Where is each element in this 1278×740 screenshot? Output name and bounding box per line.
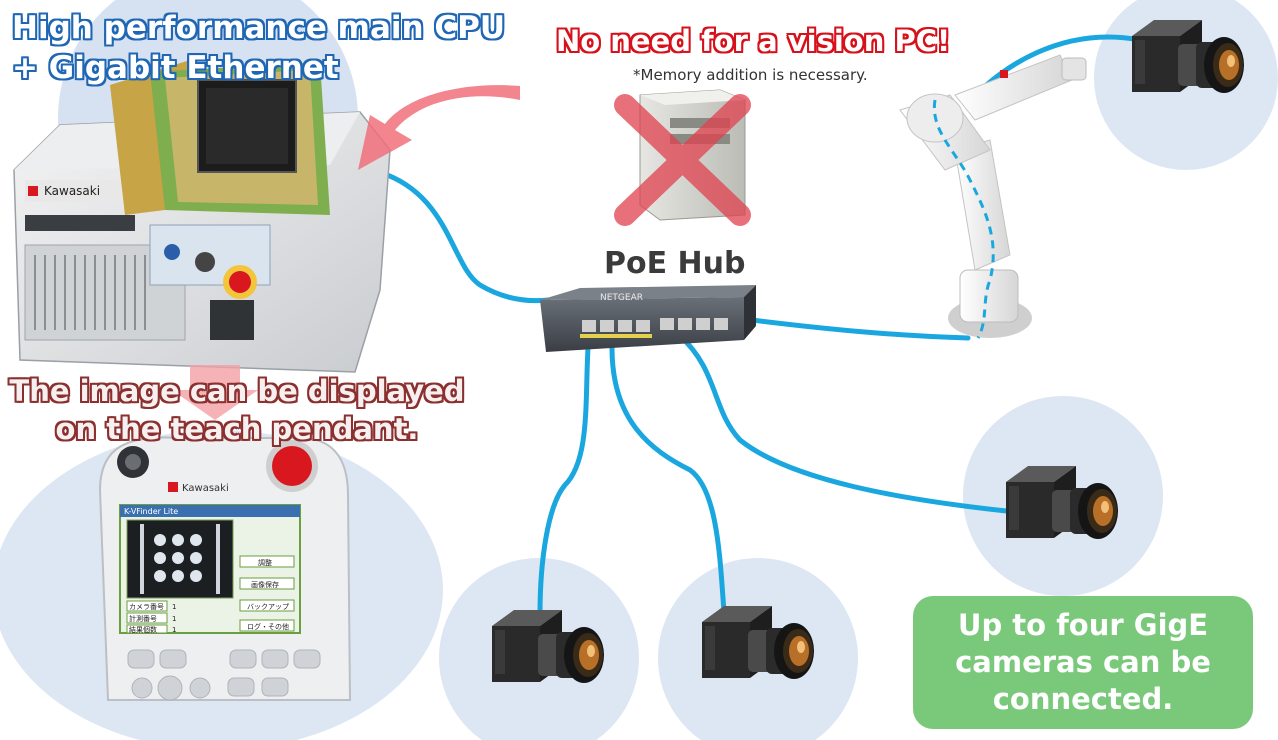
cpu-headline-line-2: + Gigabit Ethernet <box>12 50 339 86</box>
controller-brand-text: Kawasaki <box>44 184 100 198</box>
screen-button-adjust[interactable] <box>239 555 295 568</box>
screen-row-value: 1 <box>172 615 176 623</box>
camera-capacity-note: Up to four GigE cameras can be connected… <box>913 596 1253 729</box>
down-arrow <box>172 365 258 420</box>
screen-row-value: 1 <box>172 626 176 634</box>
svg-text:NETGEAR: NETGEAR <box>600 293 643 303</box>
pointer-arrow <box>358 85 520 170</box>
teach-pendant: Kawasaki K-VFinder Lite カメラ番号 計測番号 結果個数 … <box>98 436 352 701</box>
screen-button-save-image[interactable] <box>239 577 295 590</box>
screen-title: K-VFinder Lite <box>124 507 178 516</box>
screen-row-label: 計測番号 <box>129 614 157 623</box>
no-vision-pc-headline: No need for a vision PC! <box>556 24 951 58</box>
camera-note-line-1: Up to four GigE <box>957 608 1209 642</box>
camera-note-line-3: connected. <box>992 682 1174 716</box>
pendant-headline-line-1: The image can be displayed <box>9 374 465 408</box>
ethernet-cables <box>369 34 1143 617</box>
pendant-headline: The image can be displayed on the teach … <box>4 372 470 448</box>
screen-button-log[interactable] <box>239 619 295 632</box>
camera-note-line-2: cameras can be <box>955 645 1211 679</box>
robot-arm <box>899 54 1087 339</box>
poe-hub-label: PoE Hub <box>604 246 746 281</box>
screen-row-label: 結果個数 <box>129 625 157 634</box>
poe-hub-device: NETGEAR <box>540 285 756 352</box>
pendant-headline-line-2: on the teach pendant. <box>55 412 419 446</box>
screen-button-label: バックアップ <box>247 603 289 611</box>
screen-button-label: ログ・その他 <box>247 622 289 631</box>
cpu-headline-line-1: High performance main CPU <box>12 10 506 46</box>
cpu-chip <box>110 60 330 215</box>
cpu-headline: High performance main CPU + Gigabit Ethe… <box>12 8 505 88</box>
screen-button-backup[interactable] <box>239 599 295 612</box>
pendant-brand-text: Kawasaki <box>182 483 229 494</box>
memory-note: *Memory addition is necessary. <box>633 66 868 84</box>
screen-button-label: 画像保存 <box>251 580 279 589</box>
screen-button-label: 調整 <box>258 558 272 567</box>
screen-row-value: 1 <box>172 603 176 611</box>
screen-row-label: カメラ番号 <box>129 603 164 611</box>
vision-pc-crossed <box>614 89 751 226</box>
